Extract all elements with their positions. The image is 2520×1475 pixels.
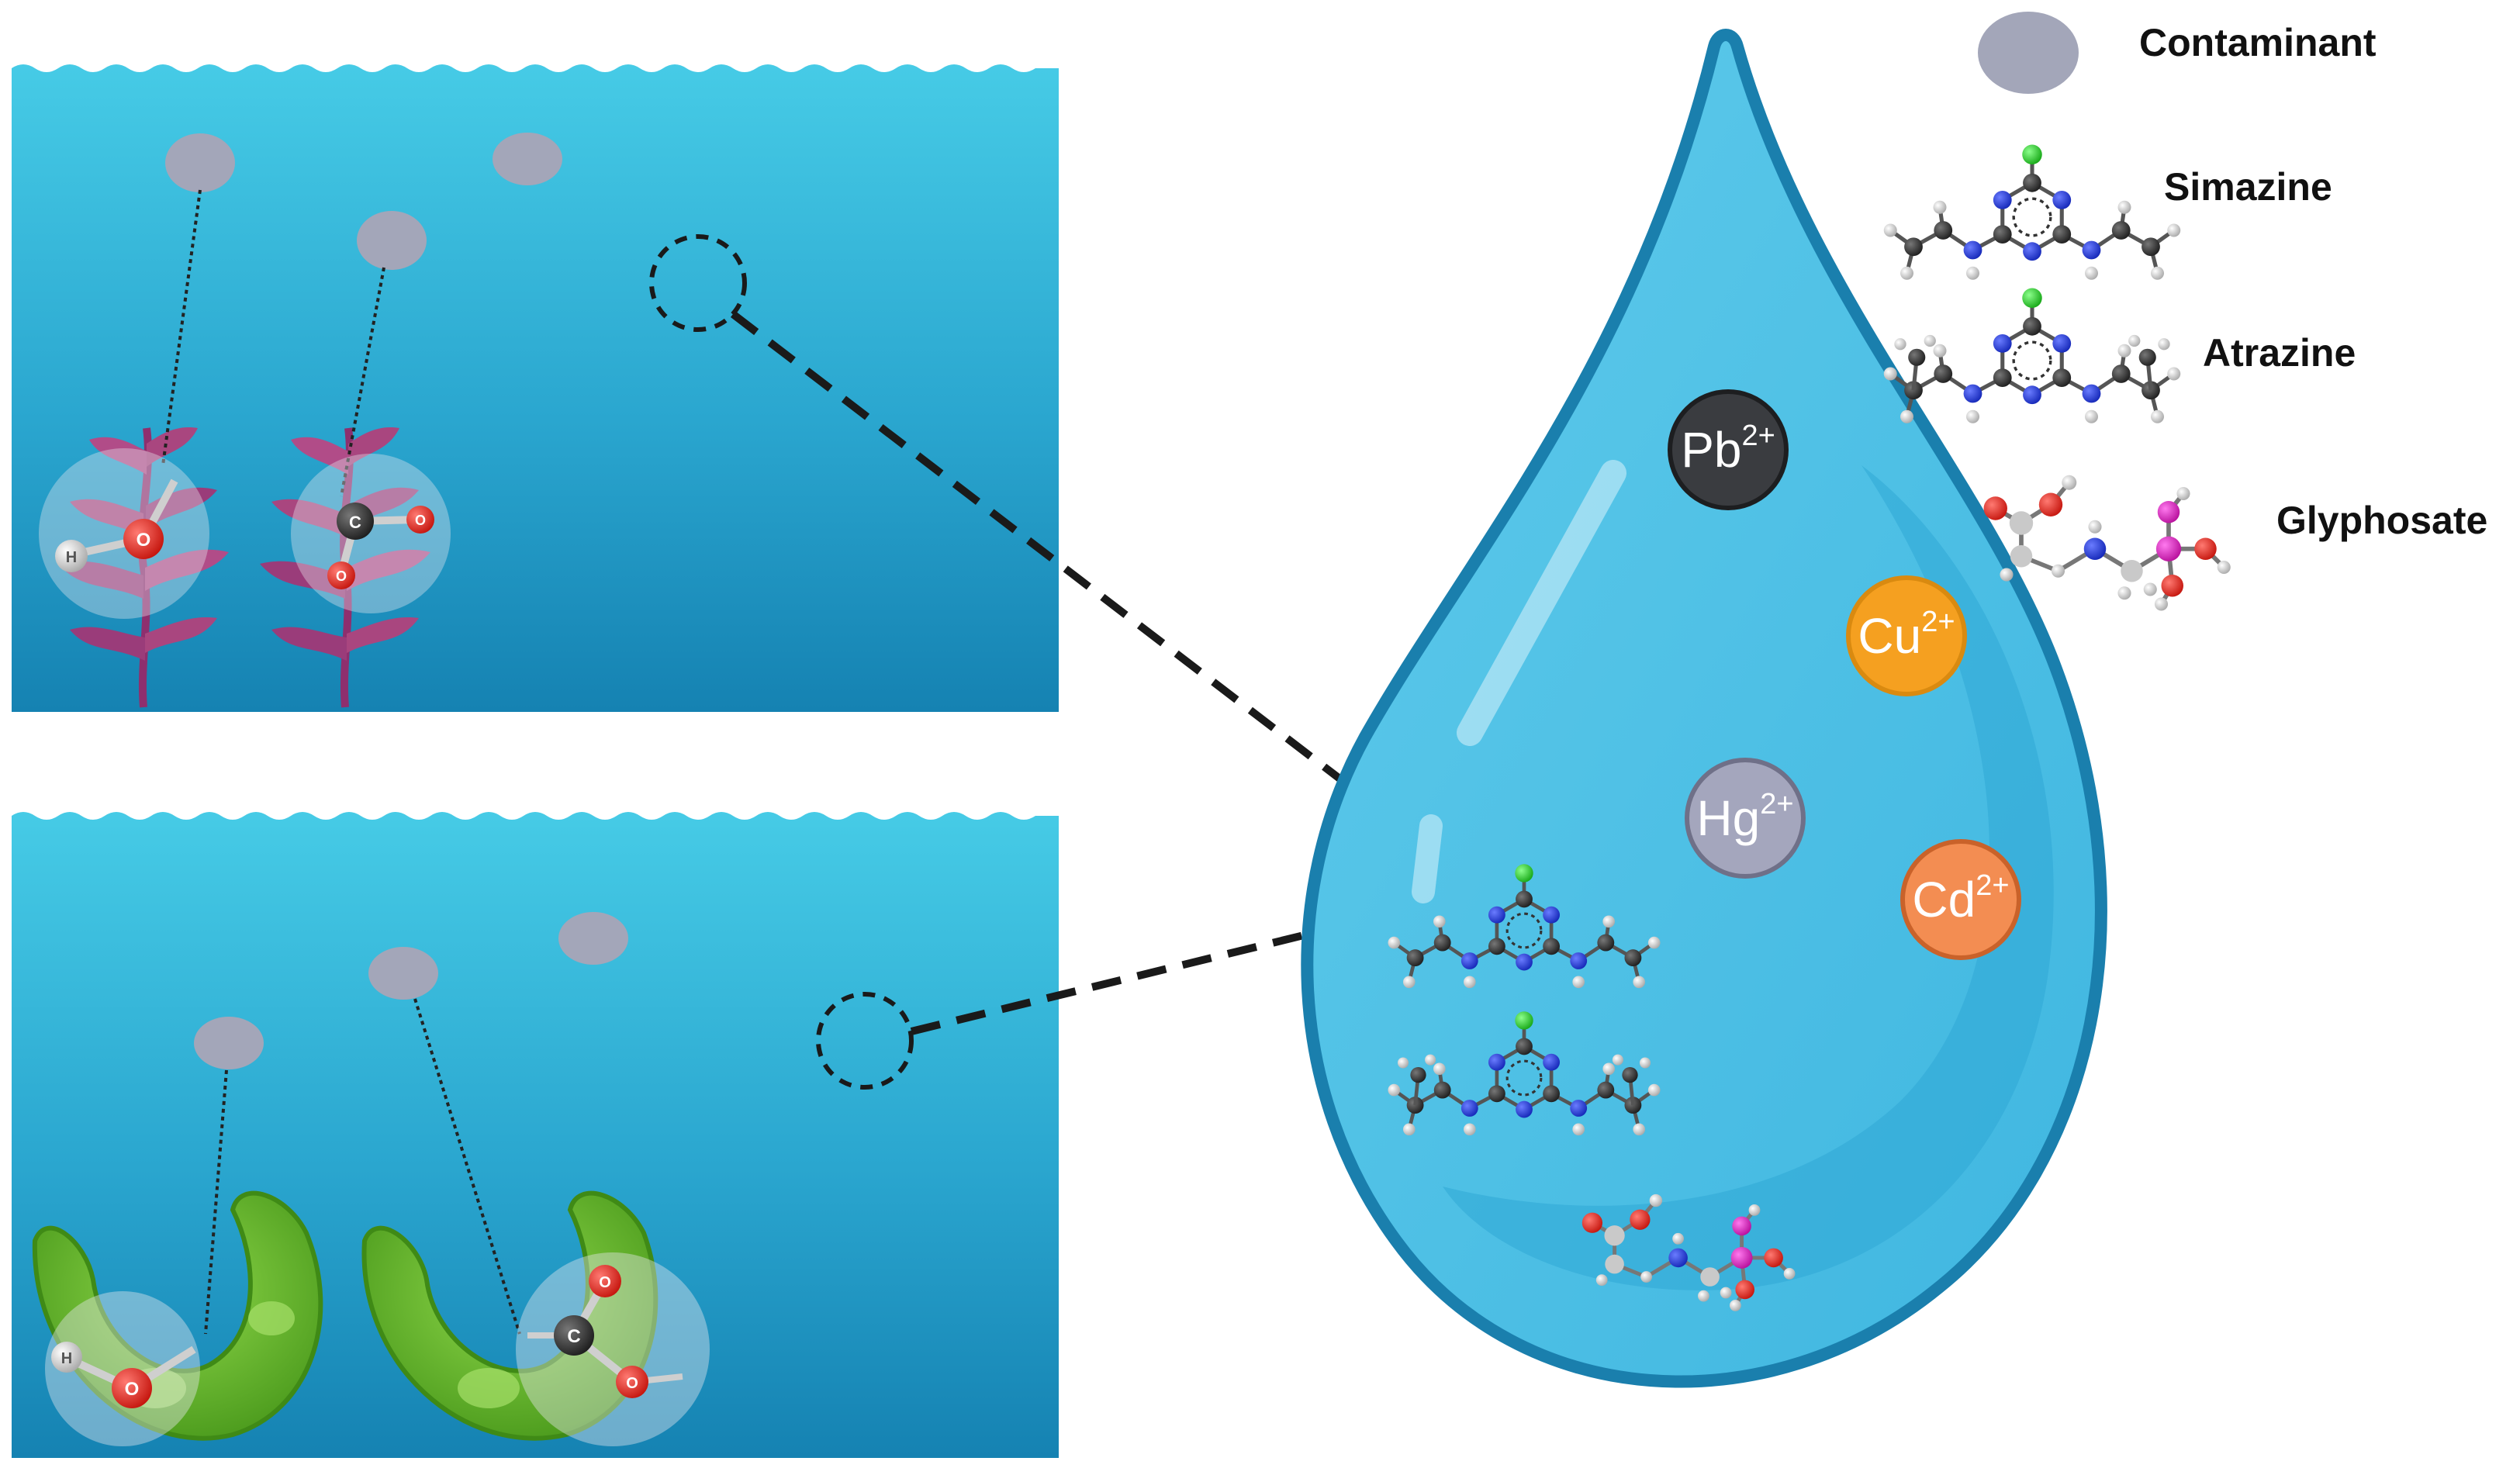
oxygen-label: O — [137, 530, 151, 551]
ion-cu: Cu2+ — [1846, 575, 1967, 696]
simazine-legend-icon — [1884, 145, 2181, 280]
carbon-label: C — [349, 513, 361, 532]
connector-line-bottom — [910, 931, 1308, 1035]
contaminant-dot — [493, 133, 562, 185]
oxygen-label: O — [125, 1379, 140, 1400]
contaminant-dot — [558, 912, 628, 965]
hydroxyl-group: O H — [39, 448, 209, 619]
microalga-right — [361, 1190, 659, 1441]
contaminant-dot — [357, 211, 427, 270]
hydrogen-label: H — [66, 549, 77, 566]
legend: Contaminant Simazine Atrazine Glyphosate — [1884, 12, 2487, 611]
carbon-label: C — [567, 1326, 580, 1347]
ion-cd-label: Cd2+ — [1912, 869, 2009, 927]
legend-contaminant-label: Contaminant — [2139, 21, 2377, 64]
legend-glyphosate-label: Glyphosate — [2276, 499, 2487, 542]
contaminant-legend-icon — [1978, 12, 2079, 94]
ion-cu-label: Cu2+ — [1858, 606, 1955, 664]
legend-atrazine-label: Atrazine — [2203, 331, 2356, 375]
microalgae-panel: O H C O O — [12, 812, 1059, 1458]
binding-line — [204, 1069, 228, 1335]
drop-shade — [1443, 465, 2054, 1290]
hydrogen-label: H — [61, 1350, 72, 1367]
ion-cd: Cd2+ — [1900, 839, 2021, 960]
drop-body — [1301, 29, 2107, 1388]
oxygen-label: O — [336, 568, 347, 584]
drop-highlight — [1457, 460, 1626, 746]
binding-line — [340, 267, 385, 497]
legend-simazine-label: Simazine — [2164, 165, 2332, 209]
water-drop: Pb2+ Cu2+ Hg2+ Cd2+ — [1301, 29, 2107, 1388]
drop-highlight — [1412, 814, 1443, 903]
ion-pb: Pb2+ — [1668, 389, 1789, 510]
contaminant-dot — [165, 133, 235, 192]
ion-pb-label: Pb2+ — [1681, 420, 1775, 478]
oxygen-label: O — [626, 1375, 638, 1392]
contaminant-dot — [368, 947, 438, 1000]
contaminant-dot — [194, 1017, 264, 1069]
oxygen-label: O — [599, 1274, 611, 1291]
connector-line-top — [730, 311, 1349, 786]
seaweed-panel: O H C O O — [12, 64, 1059, 712]
ion-hg: Hg2+ — [1685, 758, 1806, 879]
hydroxyl-group: O H — [45, 1291, 200, 1446]
zoom-circle — [816, 992, 914, 1090]
zoom-circle — [649, 234, 747, 332]
ion-hg-label: Hg2+ — [1696, 788, 1793, 846]
carboxyl-group: C O O — [291, 454, 451, 613]
oxygen-label: O — [415, 513, 426, 528]
water-top — [12, 64, 1059, 712]
carboxyl-group: C O O — [516, 1252, 710, 1446]
atrazine-legend-icon — [1884, 288, 2181, 423]
